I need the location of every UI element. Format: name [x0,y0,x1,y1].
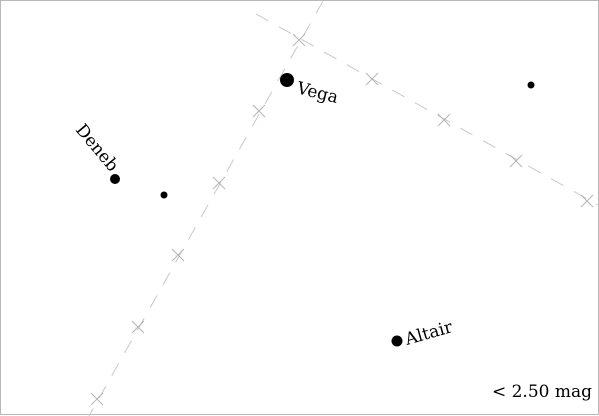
stars [110,73,535,347]
star-unlabeled [160,191,168,199]
grid-line-right-ascension [255,13,599,207]
coordinate-grid [88,1,599,416]
grid-tick-mark [509,154,523,168]
grid-tick-mark [90,392,104,406]
grid-tick-mark [437,113,451,127]
star-deneb [110,174,120,184]
grid-tick-mark [580,194,594,208]
grid-tick-marks [90,33,594,406]
star-unlabeled [527,81,535,89]
star-altair [391,335,403,347]
grid-tick-mark [292,33,306,47]
grid-line-declination [88,1,324,416]
star-label-vega: Vega [294,78,340,108]
star-labels: Vega Deneb Altair [71,78,455,350]
grid-tick-mark [252,104,266,118]
star-label-deneb: Deneb [71,120,122,176]
star-label-altair: Altair [402,317,456,350]
grid-tick-mark [131,320,145,334]
magnitude-limit-label: < 2.50 mag [491,382,592,402]
star-vega [280,73,294,87]
grid-tick-mark [212,176,226,190]
grid-tick-mark [171,248,185,262]
grid-tick-mark [365,72,379,86]
